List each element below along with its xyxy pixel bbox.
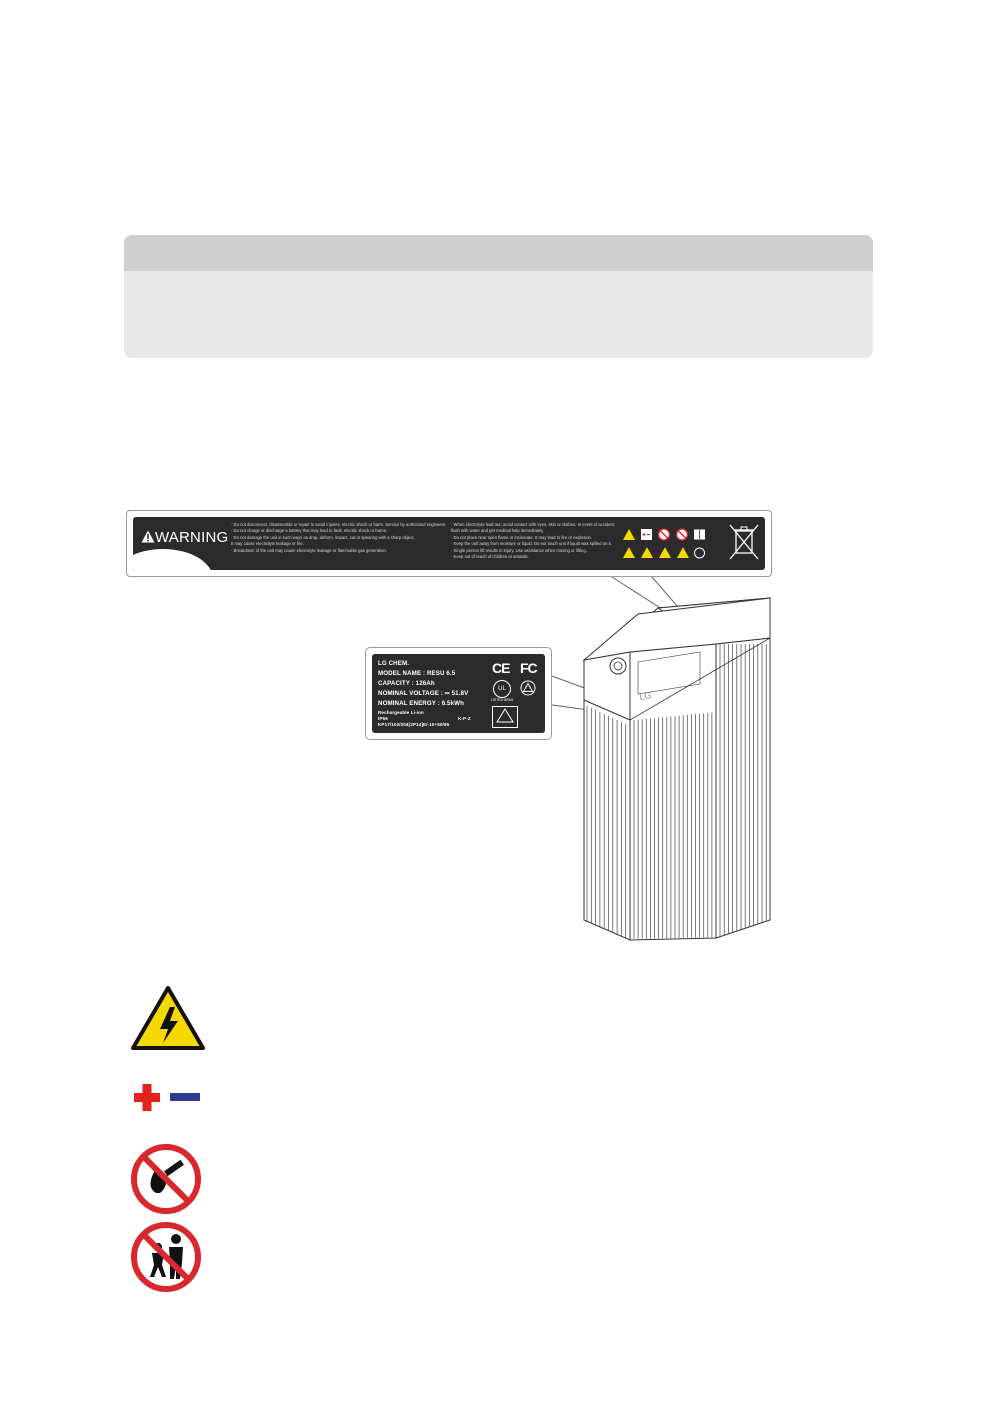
fcc-mark: FC — [520, 660, 538, 676]
warning-text-col1: · Do not disconnect, disassemble or repa… — [231, 522, 447, 553]
label-flammable-icon — [677, 547, 689, 558]
note-box-header — [124, 235, 873, 271]
nameplate-capacity: CAPACITY : 126Ah — [378, 680, 435, 687]
tuv-mark — [492, 706, 518, 728]
ul-listed-text: LISTED 8RM1 — [491, 698, 514, 702]
tuv-triangle-icon — [496, 708, 514, 723]
label-shock-icon — [623, 529, 635, 540]
label-polarity-icon — [641, 529, 652, 540]
nameplate-rechargeable: Rechargeable Li-ion — [378, 710, 424, 715]
label-recycle-icon — [694, 547, 705, 559]
label-caution-icon — [623, 547, 635, 558]
battery-unit-illustration: LG — [582, 597, 772, 941]
nameplate-ip: IP55 — [378, 716, 388, 721]
label-corrosive-icon — [641, 547, 653, 558]
nameplate-code: KP17/102/204[2P14]E/-10+50/95 — [378, 722, 450, 727]
power-button-icon — [609, 657, 627, 675]
warning-triangle-icon — [141, 530, 155, 543]
nameplate-label: LG CHEM. MODEL NAME : RESU 6.5 CAPACITY … — [372, 654, 545, 733]
battery-front-edge — [583, 651, 631, 941]
nameplate-energy: NOMINAL ENERGY : 6.5kWh — [378, 700, 464, 707]
warning-label-icons — [623, 528, 705, 559]
keep-away-from-children-icon — [131, 1222, 201, 1292]
rcm-mark-icon — [520, 680, 536, 696]
high-voltage-warning-icon — [131, 986, 205, 1050]
ce-mark: CE — [492, 660, 510, 676]
label-explosive-icon — [659, 547, 671, 558]
led-indicator-window — [637, 651, 701, 695]
warning-label-callout: WARNING · Do not disconnect, disassemble… — [126, 510, 772, 577]
crossed-bin-icon — [729, 524, 759, 560]
note-box — [124, 235, 873, 358]
nameplate-brand: LG CHEM. — [378, 660, 410, 667]
nameplate-kpz: K-P-Z — [458, 716, 471, 721]
warning-label: WARNING · Do not disconnect, disassemble… — [133, 517, 765, 570]
nameplate-voltage: NOMINAL VOLTAGE : ⎓ 51.8V — [378, 690, 469, 697]
no-open-flame-icon — [131, 1144, 201, 1214]
warning-title: WARNING — [141, 529, 228, 546]
nameplate-model: MODEL NAME : RESU 6.5 — [378, 670, 456, 677]
polarity-plus-minus-icon — [134, 1084, 200, 1111]
battery-front-ribs — [586, 644, 767, 939]
ul-mark: UL — [493, 680, 511, 698]
nameplate-callout: LG CHEM. MODEL NAME : RESU 6.5 CAPACITY … — [365, 647, 552, 740]
warning-text-col2: · When electrolyte leak out, avoid conta… — [451, 522, 616, 560]
battery-logo: LG — [639, 690, 653, 702]
